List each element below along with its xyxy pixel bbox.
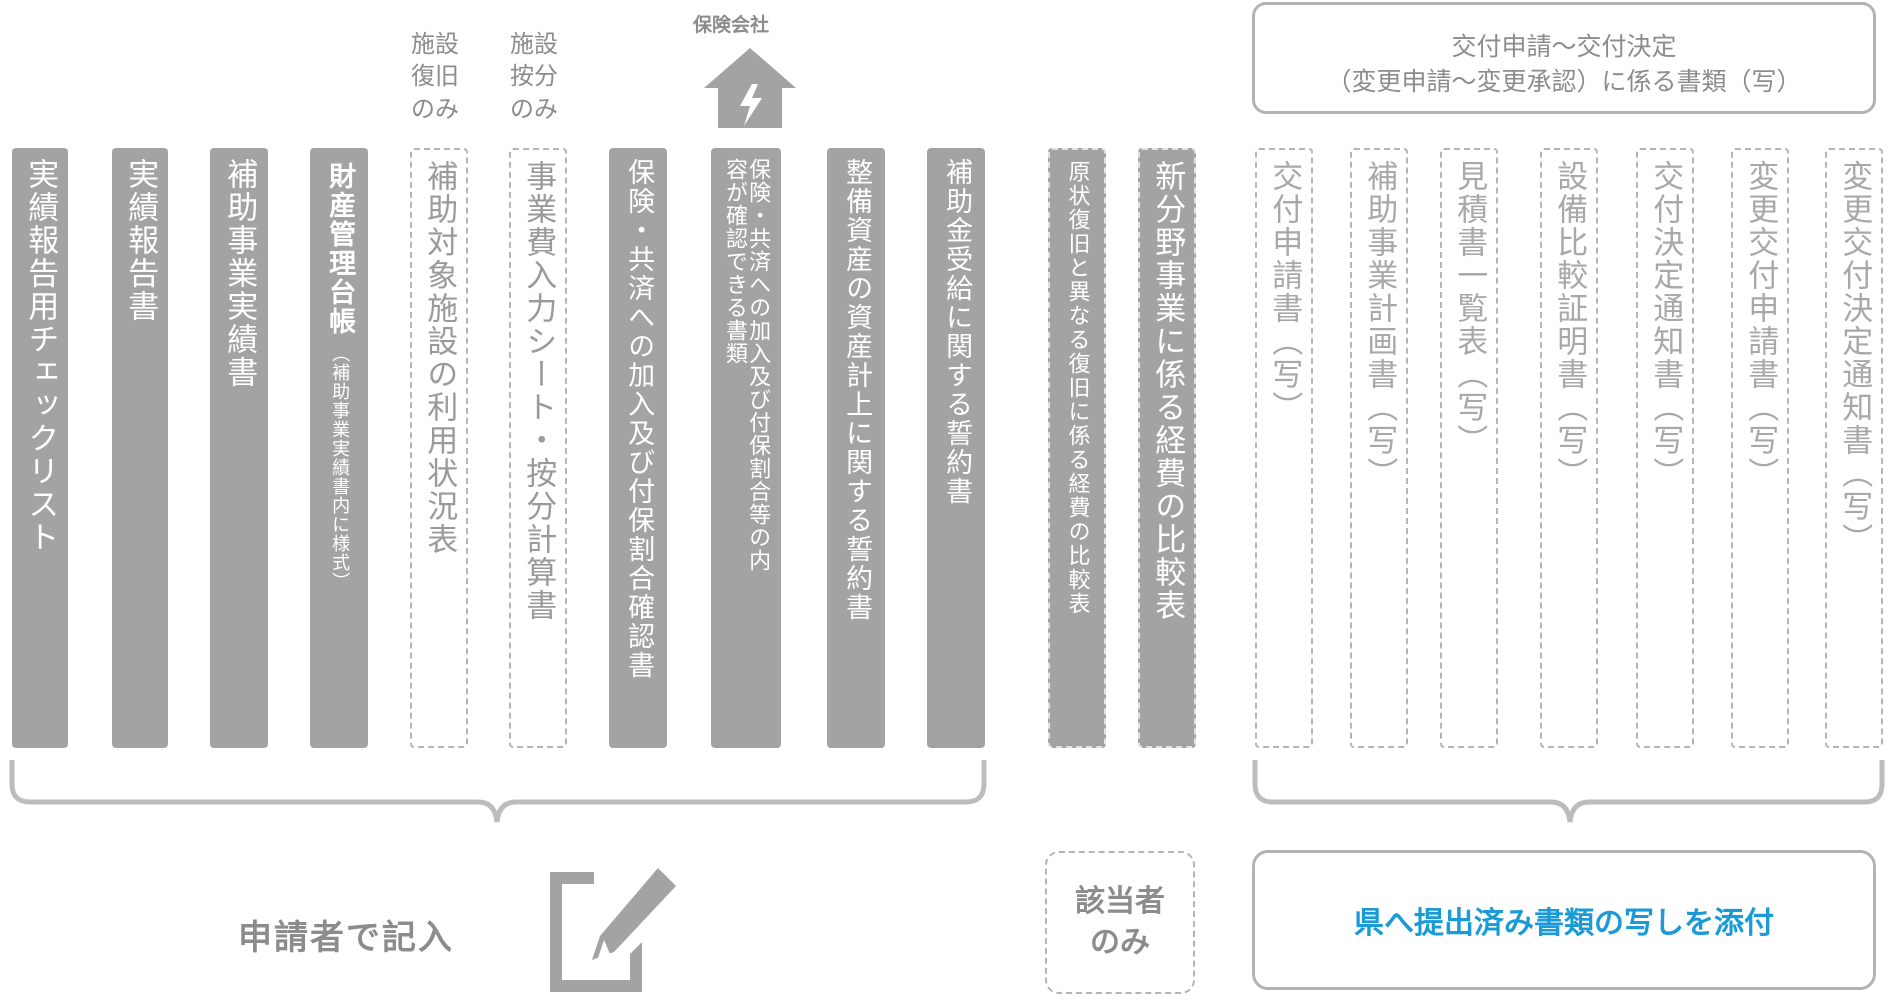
top-box-copies: 交付申請～交付決定 （変更申請～変更承認）に係る書類（写） — [1252, 2, 1876, 114]
document-pencil-icon — [550, 868, 676, 992]
column-usage-status: 補助対象施設の利用状況表 — [410, 148, 468, 748]
column-report: 実績報告書 — [112, 148, 168, 748]
attach-copies-box: 県へ提出済み書類の写しを添付 — [1252, 850, 1876, 990]
column-asset-ledger: 財産管理台帳（補助事業実績書内に様式） — [310, 148, 368, 748]
column-new-field-comparison: 新分野事業に係る経費の比較表 — [1138, 148, 1196, 748]
attach-copies-label: 県へ提出済み書類の写しを添付 — [1354, 906, 1774, 941]
column-checklist: 実績報告用チェックリスト — [12, 148, 68, 748]
column-change-decision-copy: 変更交付決定通知書（写） — [1825, 148, 1883, 748]
column-project-plan-copy: 補助事業計画書（写） — [1350, 148, 1408, 748]
column-subsidy-pledge: 補助金受給に関する誓約書 — [927, 148, 985, 748]
brackets — [9, 760, 1885, 823]
note-facility-restore-only: 施設 復旧 のみ — [411, 30, 459, 123]
note-facility-prorate-only: 施設 按分 のみ — [510, 30, 558, 123]
column-cost-sheet: 事業費入力シート・按分計算書 — [509, 148, 567, 748]
column-project-results: 補助事業実績書 — [210, 148, 268, 748]
column-asset-pledge: 整備資産の資産計上に関する誓約書 — [827, 148, 885, 748]
column-grant-decision-copy: 交付決定通知書（写） — [1636, 148, 1694, 748]
applicant-fill-label: 申請者で記入 — [238, 918, 454, 958]
applicable-only-box: 該当者 のみ — [1045, 851, 1195, 994]
house-icon — [704, 48, 796, 128]
column-restore-comparison: 原状復旧と異なる復旧に係る経費の比較表 — [1048, 148, 1106, 748]
column-insurance-documents: 保険・共済への加入及び付保割合等の内容が確認できる書類 — [711, 148, 781, 748]
column-estimate-list-copy: 見積書一覧表（写） — [1440, 148, 1498, 748]
insurance-company-label: 保険会社 — [693, 14, 770, 36]
column-grant-application-copy: 交付申請書（写） — [1255, 148, 1313, 748]
column-change-application-copy: 変更交付申請書（写） — [1731, 148, 1789, 748]
column-equipment-comparison-copy: 設備比較証明書（写） — [1540, 148, 1598, 748]
column-insurance-confirmation: 保険・共済への加入及び付保割合確認書 — [609, 148, 667, 748]
